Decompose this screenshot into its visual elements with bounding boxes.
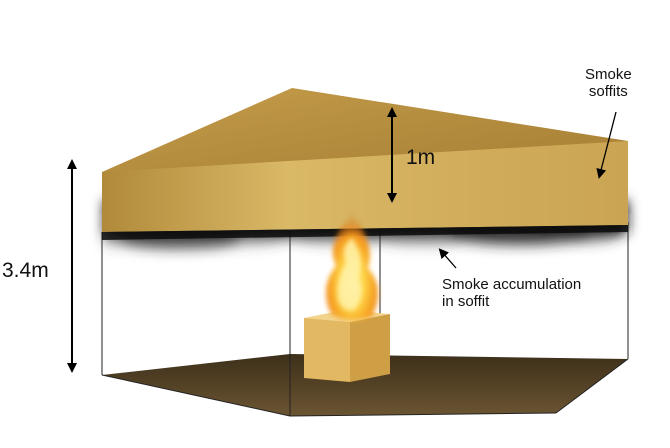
smoke-accumulation-label-line2: in soffit: [442, 293, 490, 311]
smoke-soffits-label-line2: soffits: [588, 83, 628, 101]
accumulation-callout-arrow: [438, 248, 457, 269]
fire-box: [304, 310, 390, 382]
smoke-soffits-label: Smoke soffits: [585, 66, 632, 101]
smoke-accumulation-label-line1: Smoke accumulation: [442, 276, 582, 293]
soffit-front-face: [102, 141, 628, 232]
soffit-underside-shadow: [102, 225, 628, 240]
flame: [325, 215, 379, 321]
smoke-soffits-label-line1: Smoke: [585, 66, 632, 83]
soffit-depth-label: 1m: [406, 146, 436, 169]
room-height-label: 3.4m: [2, 259, 49, 282]
soffit-top-face: [102, 88, 628, 176]
smoke-accumulation-label: Smoke accumulation in soffit: [442, 276, 581, 311]
soffits-callout-arrow: [596, 111, 617, 179]
room-floor: [102, 354, 628, 416]
